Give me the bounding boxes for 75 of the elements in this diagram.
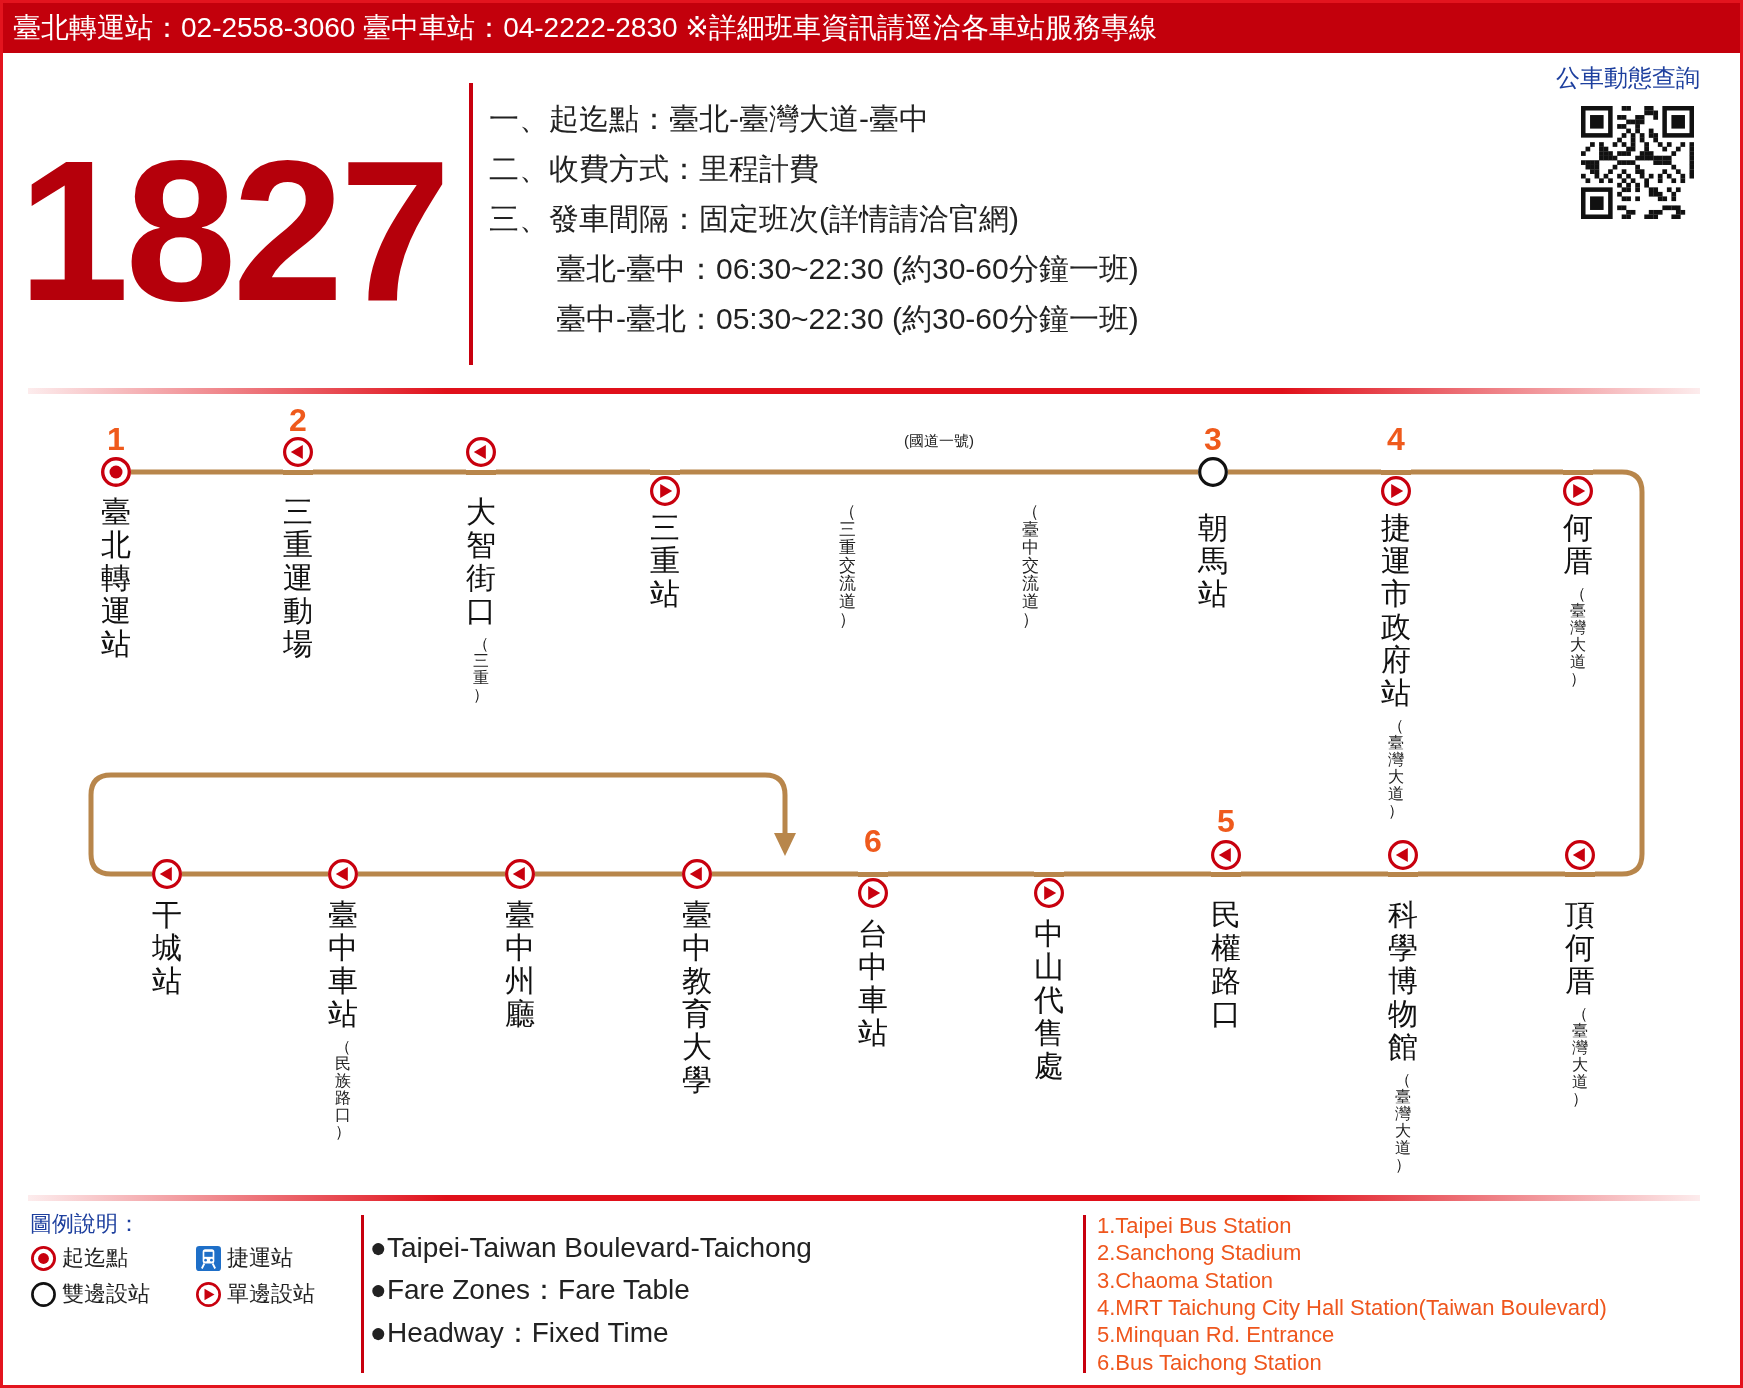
route-summary-line: ●Taipei-Taiwan Boulevard-Taichong <box>370 1231 812 1265</box>
stop-name: 大智街口 <box>466 495 496 627</box>
bus-stop <box>152 859 182 997</box>
stop-note: （臺灣大道） <box>1395 1071 1411 1173</box>
stop-translation: 1.Taipei Bus Station <box>1097 1213 1292 1239</box>
stop-translation: 2.Sanchong Stadium <box>1097 1240 1302 1267</box>
route-line <box>1228 469 1381 475</box>
stop-name: 三重站 <box>650 511 680 610</box>
callout-number: 5 <box>1217 805 1235 837</box>
callout-number: 4 <box>1387 423 1405 455</box>
legend-label: 雙邊設站 <box>62 1280 150 1308</box>
bus-stop <box>682 859 712 1096</box>
route-line <box>1241 871 1388 877</box>
route-line <box>1411 469 1563 475</box>
route-line <box>182 871 328 877</box>
legend-label: 捷運站 <box>227 1244 293 1272</box>
route-line <box>496 469 650 475</box>
route-info-line: 三、發車間隔：固定班次(詳情請洽官網) <box>489 201 1019 237</box>
stop-translation: 3.Chaoma Station <box>1097 1267 1274 1294</box>
legend-title: 圖例說明： <box>30 1210 140 1238</box>
callout-number: 2 <box>289 404 307 436</box>
stop-note: （臺灣大道） <box>1388 717 1404 819</box>
stop-name: 頂何厝 <box>1565 898 1595 997</box>
stop-note: （臺灣大道） <box>1572 1005 1588 1107</box>
stop-note: （民族路口） <box>335 1038 351 1140</box>
interchange-note: （臺中交流道） <box>1021 503 1039 629</box>
callout-number: 6 <box>864 825 882 857</box>
route-summary-line: ●Fare Zones：Fare Table <box>370 1273 690 1307</box>
route-info-line: 一、起迄點：臺北-臺灣大道-臺中 <box>489 101 929 137</box>
stop-translation: 5.Minquan Rd. Entrance <box>1097 1322 1335 1349</box>
stop-note: （臺灣大道） <box>1570 585 1586 687</box>
stop-name: 中山代售處 <box>1034 917 1064 1082</box>
stop-translation: 6.Bus Taichong Station <box>1097 1349 1322 1376</box>
stop-name: 朝馬站 <box>1198 511 1228 610</box>
stop-name: 臺北轉運站 <box>101 495 131 660</box>
hotline-banner: 臺北轉運站：02-2558-3060 臺中車站：04-2222-2830 ※詳細班車資訊請逕洽各車站服務專線 <box>3 3 1740 53</box>
stop-name: 台中車站 <box>858 917 888 1049</box>
route-line <box>1418 871 1565 877</box>
stop-translation: 4.MRT Taichung City Hall Station(Taiwan Boulevard) <box>1097 1294 1607 1321</box>
interchange-note: （三重交流道） <box>838 503 856 629</box>
callout-number: 1 <box>107 423 125 455</box>
stop-name: 民權路口 <box>1211 898 1241 1030</box>
route-line <box>358 871 505 877</box>
route-line <box>712 871 858 877</box>
bus-stop <box>1198 457 1228 610</box>
route-line <box>535 871 682 877</box>
stop-name: 臺中教育大學 <box>682 898 712 1096</box>
route-info-line: 二、收費方式：里程計費 <box>489 151 819 187</box>
route-line <box>680 469 1198 475</box>
route-info-line: 臺北-臺中：06:30~22:30 (約30-60分鐘一班) <box>556 251 1139 287</box>
qr-caption: 公車動態查詢 <box>1556 64 1700 92</box>
route-line <box>131 469 283 475</box>
route-line <box>1593 469 1645 877</box>
stop-name: 科學博物館 <box>1388 898 1418 1063</box>
bus-stop <box>328 859 358 1140</box>
stop-name: 干城站 <box>152 898 182 997</box>
bus-stop <box>101 457 131 660</box>
stop-name: 臺中州廳 <box>505 898 535 1030</box>
route-number: 1827 <box>18 156 447 306</box>
route-summary-line: ●Headway：Fixed Time <box>370 1316 669 1350</box>
highway-note: (國道一號) <box>904 432 974 450</box>
route-arrow <box>88 772 796 877</box>
route-line <box>888 871 1034 877</box>
stop-name: 捷運市政府站 <box>1381 511 1411 709</box>
stop-name: 三重運動場 <box>283 495 313 660</box>
route-line <box>313 469 466 475</box>
route-line <box>1064 871 1211 877</box>
legend-label: 單邊設站 <box>227 1280 315 1308</box>
legend-label: 起迄點 <box>62 1244 128 1272</box>
bus-stop <box>505 859 535 1030</box>
stop-note: （三重） <box>473 635 489 703</box>
callout-number: 3 <box>1204 423 1222 455</box>
stop-name: 臺中車站 <box>328 898 358 1030</box>
stop-name: 何厝 <box>1563 511 1593 577</box>
route-info-line: 臺中-臺北：05:30~22:30 (約30-60分鐘一班) <box>556 301 1139 337</box>
